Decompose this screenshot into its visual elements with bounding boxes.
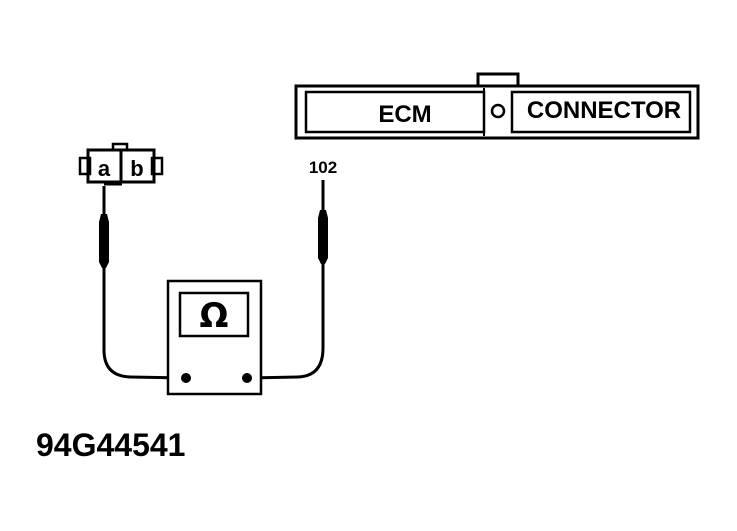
terminal-a-label: a bbox=[98, 156, 111, 181]
left-probe-handle bbox=[99, 214, 109, 268]
ohmmeter-right-jack bbox=[242, 373, 252, 383]
ecm-connector-right-face bbox=[510, 90, 692, 134]
harness-connector: a b bbox=[78, 142, 164, 186]
ohmmeter-display bbox=[178, 291, 250, 338]
harness-connector-left-ear bbox=[78, 156, 92, 176]
ecm-connector: ECM CONNECTOR bbox=[294, 72, 700, 140]
ecm-label: ECM bbox=[378, 101, 431, 128]
left-test-lead bbox=[99, 186, 187, 380]
right-lead-wire bbox=[246, 264, 325, 380]
left-lead-wire bbox=[102, 268, 187, 380]
ohmmeter-left-jack bbox=[181, 373, 191, 383]
ohm-symbol-icon: Ω bbox=[200, 296, 229, 336]
harness-connector-right-ear bbox=[150, 156, 164, 176]
terminal-b-label: b bbox=[130, 156, 143, 181]
connector-label: CONNECTOR bbox=[527, 97, 681, 124]
right-test-lead bbox=[246, 180, 328, 380]
ecm-connector-outer-body bbox=[294, 84, 700, 140]
ecm-connector-lock-hole bbox=[490, 103, 506, 119]
figure-id: 94G44541 bbox=[36, 427, 185, 463]
right-probe-handle bbox=[318, 210, 328, 264]
ohmmeter: Ω bbox=[166, 279, 263, 396]
terminal-102-label: 102 bbox=[309, 158, 337, 177]
